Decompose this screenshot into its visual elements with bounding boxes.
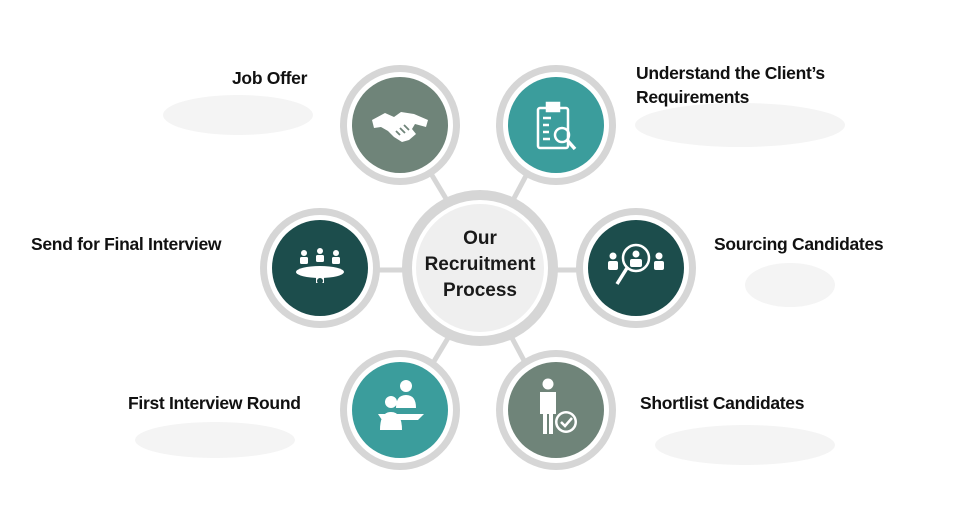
center-title-line-3: Process xyxy=(443,280,517,301)
node-client-requirements xyxy=(496,65,616,185)
label-client-requirements: Understand the Client’s Requirements xyxy=(636,61,825,109)
label-client-requirements-line-1: Understand the Client’s xyxy=(636,63,825,83)
node-job-offer xyxy=(340,65,460,185)
center-title-line-2: Recruitment xyxy=(424,254,536,275)
person-check-icon xyxy=(540,378,577,434)
label-shortlist-candidates: Shortlist Candidates xyxy=(640,393,805,413)
node-first-interview xyxy=(340,350,460,470)
label-client-requirements-line-2: Requirements xyxy=(636,87,750,107)
handshake-icon xyxy=(372,112,428,142)
label-sourcing-candidates: Sourcing Candidates xyxy=(714,234,884,254)
center-title: Our Recruitment Process xyxy=(410,226,550,304)
label-job-offer: Job Offer xyxy=(232,68,308,88)
background-shadows xyxy=(135,95,845,465)
label-first-interview: First Interview Round xyxy=(128,393,301,413)
center-node xyxy=(402,190,558,346)
center-title-line-1: Our xyxy=(463,228,497,249)
label-final-interview: Send for Final Interview xyxy=(31,234,222,254)
meeting-table-icon xyxy=(296,248,344,284)
node-shortlist-candidates xyxy=(496,350,616,470)
interview-icon xyxy=(378,380,424,430)
node-final-interview xyxy=(260,208,380,328)
node-sourcing-candidates xyxy=(576,208,696,328)
people-search-icon xyxy=(608,243,664,285)
clipboard-search-icon xyxy=(536,101,577,151)
